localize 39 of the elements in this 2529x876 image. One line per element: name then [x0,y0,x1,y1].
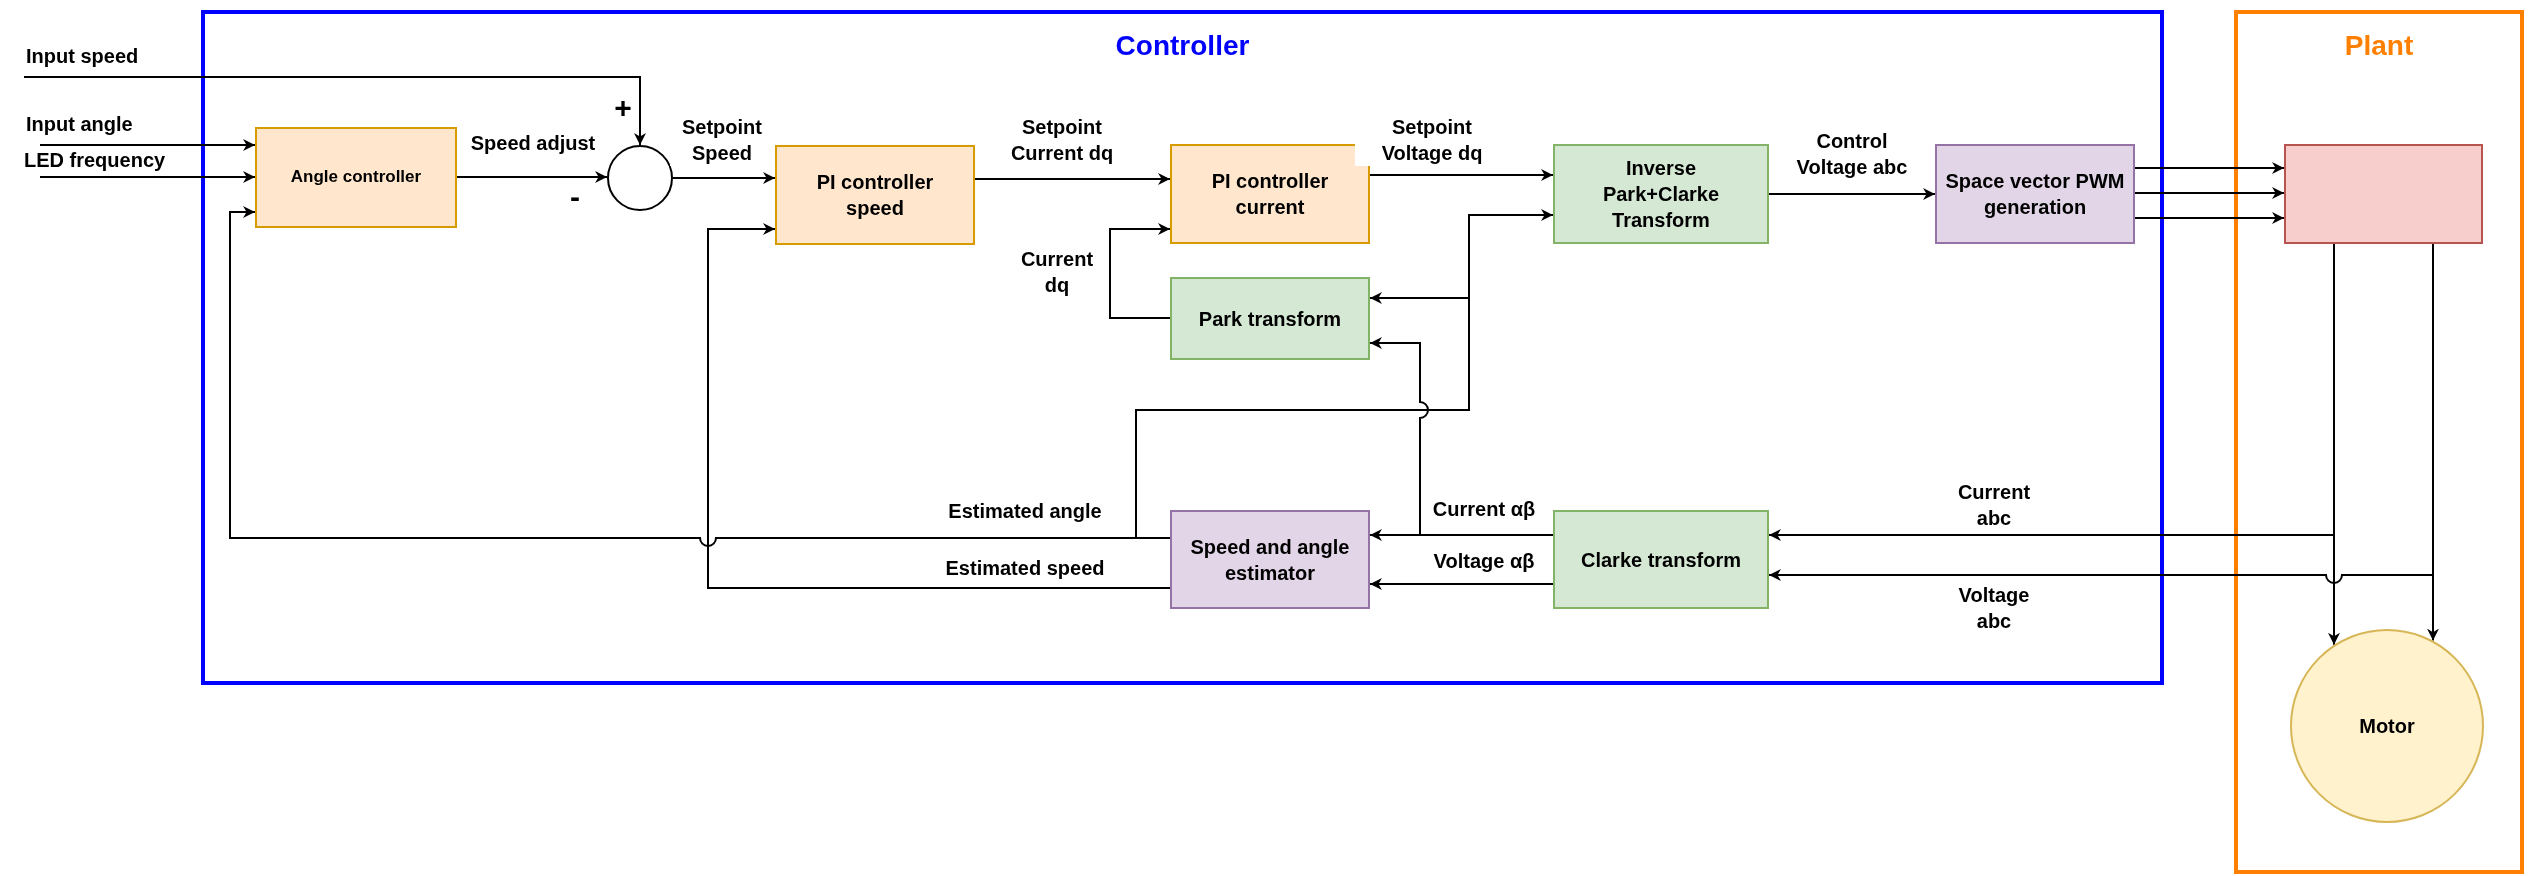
sign-label: - [570,182,580,212]
arrow [1109,223,1171,319]
node-text: Clarke transform [1579,547,1743,573]
process-box [1170,277,1370,360]
arrow [456,171,608,183]
process-box [1170,510,1370,609]
arrow [672,172,776,184]
arrow [1369,578,1554,590]
node-text: Speed and angle estimator [1189,534,1351,586]
frame-title: Controller [1114,30,1251,62]
driver-box [2284,144,2483,244]
arrow [1768,188,1936,200]
node-text: Inverse Park+Clarke Transform [1601,156,1721,233]
node-text: Angle controller [289,166,423,189]
process-box [775,145,975,245]
node-text: PI controller current [1210,169,1330,220]
arrow [2134,162,2285,174]
frame-title: Plant [2343,30,2415,62]
arrow [2134,187,2285,199]
arrow [23,76,646,146]
process-box [1935,144,2135,244]
sign-label: + [614,93,632,123]
arrow [1369,169,1554,181]
process-box [1553,144,1769,244]
arrow [39,171,256,183]
node-text: Space vector PWM generation [1944,169,2126,220]
plant-frame [2234,10,2524,874]
node-text: Park transform [1197,306,1343,332]
node-text: PI controller speed [815,170,935,221]
node-text: Motor [2358,714,2416,739]
arrow [707,223,1171,589]
arrow [974,173,1171,185]
process-box [1553,510,1769,609]
arrow [2134,212,2285,224]
process-box [1170,144,1370,244]
process-box [255,127,457,228]
arrow [1135,292,1470,539]
controller-frame [201,10,2164,685]
arrow [39,139,256,151]
